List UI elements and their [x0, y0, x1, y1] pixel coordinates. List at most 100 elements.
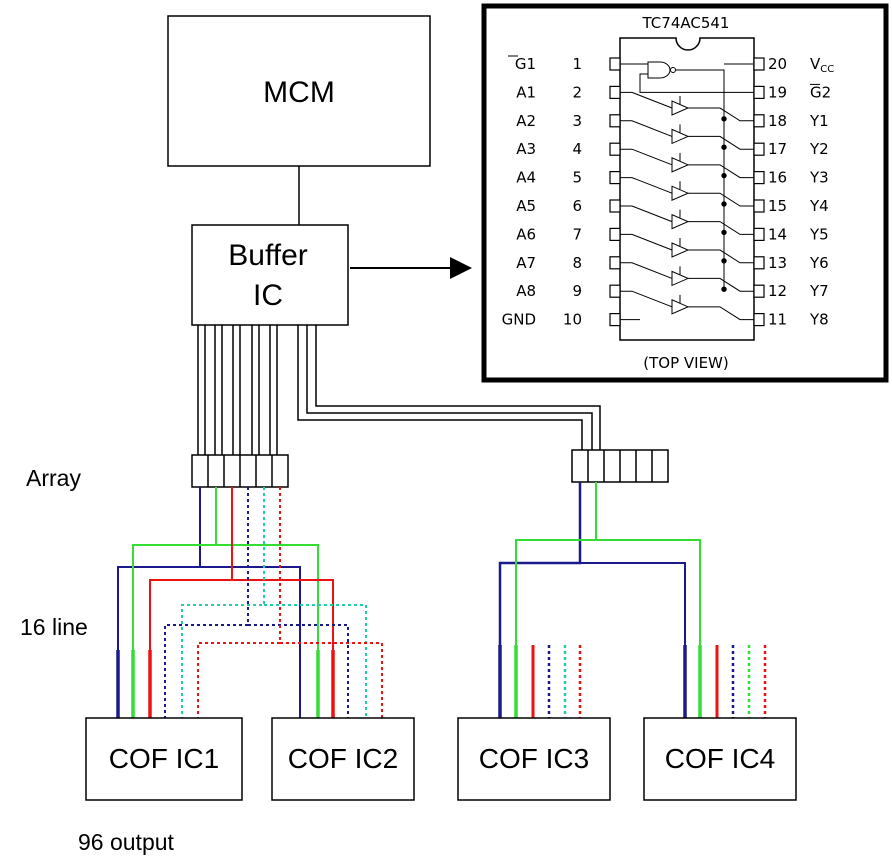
chip-left-pin-name-5: A5 — [516, 197, 536, 215]
chip-right-pin-pad-5 — [753, 199, 765, 213]
junction-dot-6 — [721, 258, 727, 264]
mcm-block — [167, 15, 431, 167]
chip-left-pin-pad-8 — [609, 284, 621, 298]
junction-dot-1 — [721, 116, 727, 122]
chip-right-pin-num-2: 18 — [768, 112, 787, 130]
buffer-2 — [671, 128, 690, 145]
chip-right-pin-pad-1 — [753, 85, 765, 100]
chip-right-pin-pad-7 — [753, 256, 765, 270]
junction-dot-2 — [721, 144, 727, 150]
chip-left-pin-name-6: A6 — [516, 225, 536, 243]
arrow-to-chip — [350, 257, 472, 279]
chip-right-pin-name-2: Y1 — [809, 112, 829, 130]
g2-wire — [639, 73, 754, 93]
bus-to-array-right — [297, 325, 601, 450]
buffer-input-5 — [620, 205, 673, 223]
cof-ic4-label: COF IC4 — [665, 743, 775, 774]
enable-gate — [647, 61, 671, 79]
chip-title: TC74AC541 — [642, 14, 730, 32]
buffer-ic-label-line1: Buffer — [228, 239, 308, 272]
buffer-5 — [671, 213, 690, 230]
chip-left-pin-pad-2 — [609, 114, 621, 128]
buffer-output-7 — [688, 277, 754, 292]
cof-ic2-block — [271, 717, 415, 801]
chip-left-pin-num-1: 2 — [572, 83, 582, 101]
chip-right-pin-pad-3 — [753, 142, 765, 156]
chip-right-pin-pad-0 — [753, 57, 765, 71]
buffer-output-2 — [688, 135, 754, 150]
cof-ic1-label: COF IC1 — [109, 743, 219, 774]
chip-right-pin-name-8: Y7 — [809, 282, 829, 300]
buffer-input-1 — [620, 91, 673, 109]
chip-left-pin-name-0: G1 — [515, 55, 536, 73]
chip-left-pin-pad-5 — [609, 199, 621, 213]
chip-left-pin-pad-4 — [609, 171, 621, 185]
chip-right-pin-num-0: 20 — [768, 55, 787, 73]
buffer-1 — [671, 100, 690, 116]
chip-right-pin-pad-6 — [753, 227, 765, 241]
cof-ic3-label: COF IC3 — [479, 743, 589, 774]
chip-right-pin-name-3: Y2 — [809, 140, 829, 158]
chip-left-pin-num-0: 1 — [572, 55, 582, 73]
chip-left-pin-pad-9 — [609, 313, 621, 327]
chip-right-pin-pad-2 — [753, 114, 765, 128]
buffer-ic-block — [191, 224, 349, 326]
buffer-8 — [671, 299, 690, 315]
chip-left-pin-name-8: A8 — [516, 282, 536, 300]
junction-dot-5 — [721, 229, 727, 236]
chip-left-pin-pad-6 — [609, 227, 621, 241]
buffer-input-7 — [620, 262, 673, 279]
buffer-7 — [671, 270, 690, 287]
buffer-4 — [671, 185, 690, 201]
buffer-input-3 — [620, 148, 673, 166]
chip-left-pin-name-7: A7 — [516, 254, 536, 272]
chip-right-pin-num-6: 14 — [768, 225, 787, 243]
chip-package — [619, 37, 755, 341]
routing-right — [498, 482, 701, 650]
chip-left-pin-pad-0 — [609, 57, 621, 71]
chip-left-pin-num-5: 6 — [572, 197, 582, 215]
gate-bubble — [670, 67, 676, 73]
buffer-input-8 — [620, 290, 673, 308]
buffer-output-1 — [688, 107, 754, 122]
chip-left-pin-name-9: GND — [502, 311, 536, 329]
junction-dot-3 — [721, 172, 727, 179]
buffer-3 — [671, 157, 690, 173]
buffer-6 — [671, 242, 690, 258]
drop-segments-left — [116, 650, 335, 718]
cof-ic2-label: COF IC2 — [288, 743, 398, 774]
buffer-input-6 — [620, 233, 673, 251]
cof-ic1-block — [85, 717, 243, 801]
chip-right-pin-name-4: Y3 — [809, 169, 829, 187]
cof-ic4-block — [643, 717, 797, 801]
buffer-ic-label-line2: IC — [253, 279, 283, 312]
chip-right-pin-name-1: G2 — [810, 83, 831, 101]
bus-to-array-left — [197, 325, 278, 455]
chip-left-pin-name-2: A2 — [516, 112, 536, 130]
buffer-output-3 — [688, 164, 754, 179]
chip-left-pin-num-2: 3 — [572, 112, 582, 130]
chip-left-pin-pad-1 — [609, 85, 621, 100]
chip-right-pin-name-7: Y6 — [809, 254, 829, 272]
chip-right-pin-name-6: Y5 — [809, 225, 829, 243]
chip-right-pin-name-9: Y8 — [809, 311, 829, 329]
chip-right-pin-pad-8 — [753, 284, 765, 298]
chip-left-pin-num-6: 7 — [572, 225, 582, 243]
buffer-output-4 — [688, 192, 754, 207]
chip-left-pin-pad-7 — [609, 256, 621, 270]
chip-right-pin-name-0: VCC — [810, 55, 834, 75]
chip-left-pin-num-7: 8 — [572, 254, 582, 272]
cof-ic3-block — [457, 717, 611, 801]
chip-footer: (TOP VIEW) — [643, 354, 728, 372]
output-label: 96 output — [78, 829, 175, 855]
buffer-output-8 — [688, 306, 754, 321]
chip-right-pin-num-3: 17 — [768, 140, 787, 158]
chip-left-pin-num-9: 10 — [563, 311, 582, 329]
chip-left-pin-num-3: 4 — [572, 140, 582, 158]
chip-right-pin-pad-9 — [753, 313, 765, 327]
junction-dot-4 — [721, 201, 727, 207]
drop-segments-right — [498, 645, 767, 718]
